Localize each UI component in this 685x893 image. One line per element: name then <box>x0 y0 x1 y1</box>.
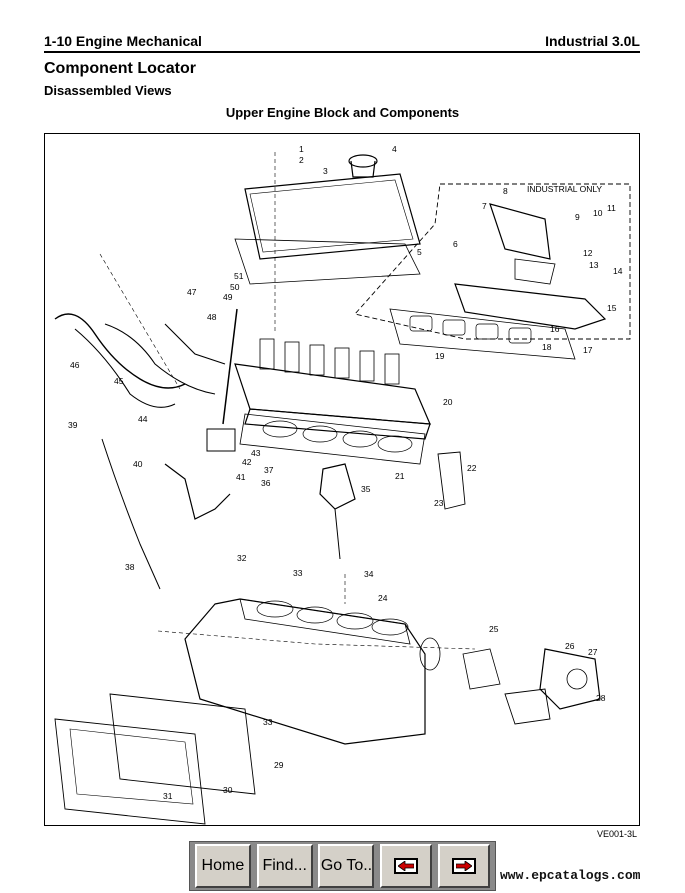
callout-1: 1 <box>299 144 304 154</box>
callout-51: 51 <box>234 271 244 281</box>
callout-34: 34 <box>364 569 374 579</box>
callout-17: 17 <box>583 345 593 355</box>
home-button[interactable]: Home <box>194 844 251 888</box>
figure-code: VE001-3L <box>596 829 637 839</box>
callout-13: 13 <box>589 260 599 270</box>
right-arrow-icon <box>452 858 477 874</box>
callout-16: 16 <box>550 324 560 334</box>
callout-24: 24 <box>378 593 388 603</box>
callout-11: 11 <box>607 203 616 213</box>
callout-4: 4 <box>392 144 397 154</box>
callout-6: 6 <box>453 239 458 249</box>
callout-14: 14 <box>613 266 623 276</box>
callout-42: 42 <box>242 457 252 467</box>
callout-40: 40 <box>133 459 143 469</box>
callout-18: 18 <box>542 342 552 352</box>
callout-43: 43 <box>251 448 261 458</box>
callout-44: 44 <box>138 414 148 424</box>
callout-30: 30 <box>223 785 233 795</box>
callout-8: 8 <box>503 186 508 196</box>
callout-37: 37 <box>264 465 274 475</box>
callout-3: 3 <box>323 166 328 176</box>
callout-21: 21 <box>395 471 405 481</box>
section-title: 1-10 Engine Mechanical <box>44 33 202 49</box>
page-header: 1-10 Engine Mechanical Industrial 3.0L <box>44 33 640 53</box>
callout-36: 36 <box>261 478 271 488</box>
callout-31: 31 <box>163 791 173 801</box>
callout-47: 47 <box>187 287 197 297</box>
watermark: www.epcatalogs.com <box>500 868 641 883</box>
next-page-button[interactable] <box>438 844 491 888</box>
callout-38: 38 <box>125 562 135 572</box>
previous-page-button[interactable] <box>380 844 433 888</box>
callout-12: 12 <box>583 248 593 258</box>
callout-48: 48 <box>207 312 217 322</box>
figure-title: Upper Engine Block and Components <box>225 105 460 120</box>
callout-39: 39 <box>68 420 78 430</box>
callout-33: 33 <box>263 717 273 727</box>
callout-7: 7 <box>482 201 487 211</box>
industrial-only-label: INDUSTRIAL ONLY <box>527 184 602 194</box>
callout-28: 28 <box>596 693 606 703</box>
callout-46: 46 <box>70 360 80 370</box>
callout-9: 9 <box>575 212 580 222</box>
callout-29: 29 <box>274 760 284 770</box>
callout-41: 41 <box>236 472 246 482</box>
callout-15: 15 <box>607 303 617 313</box>
callout-20: 20 <box>443 397 453 407</box>
callout-22: 22 <box>467 463 477 473</box>
page-title: Component Locator <box>44 60 196 77</box>
callout-19: 19 <box>435 351 445 361</box>
callout-26: 26 <box>565 641 575 651</box>
goto-button[interactable]: Go To.. <box>318 844 375 888</box>
engine-model: Industrial 3.0L <box>545 33 640 49</box>
left-arrow-icon <box>394 858 419 874</box>
callout-50: 50 <box>230 282 240 292</box>
callout-5: 5 <box>417 247 422 257</box>
callout-35: 35 <box>361 484 371 494</box>
callout-27: 27 <box>588 647 598 657</box>
callout-45: 45 <box>114 376 124 386</box>
callout-23: 23 <box>434 498 444 508</box>
callout-2: 2 <box>299 155 304 165</box>
find-button[interactable]: Find... <box>256 844 313 888</box>
page-subtitle: Disassembled Views <box>44 83 172 98</box>
callout-49: 49 <box>223 292 233 302</box>
callout-33: 33 <box>293 568 303 578</box>
callout-10: 10 <box>593 208 603 218</box>
callout-25: 25 <box>489 624 499 634</box>
callout-32: 32 <box>237 553 247 563</box>
navigation-bar: Home Find... Go To.. <box>189 841 496 891</box>
